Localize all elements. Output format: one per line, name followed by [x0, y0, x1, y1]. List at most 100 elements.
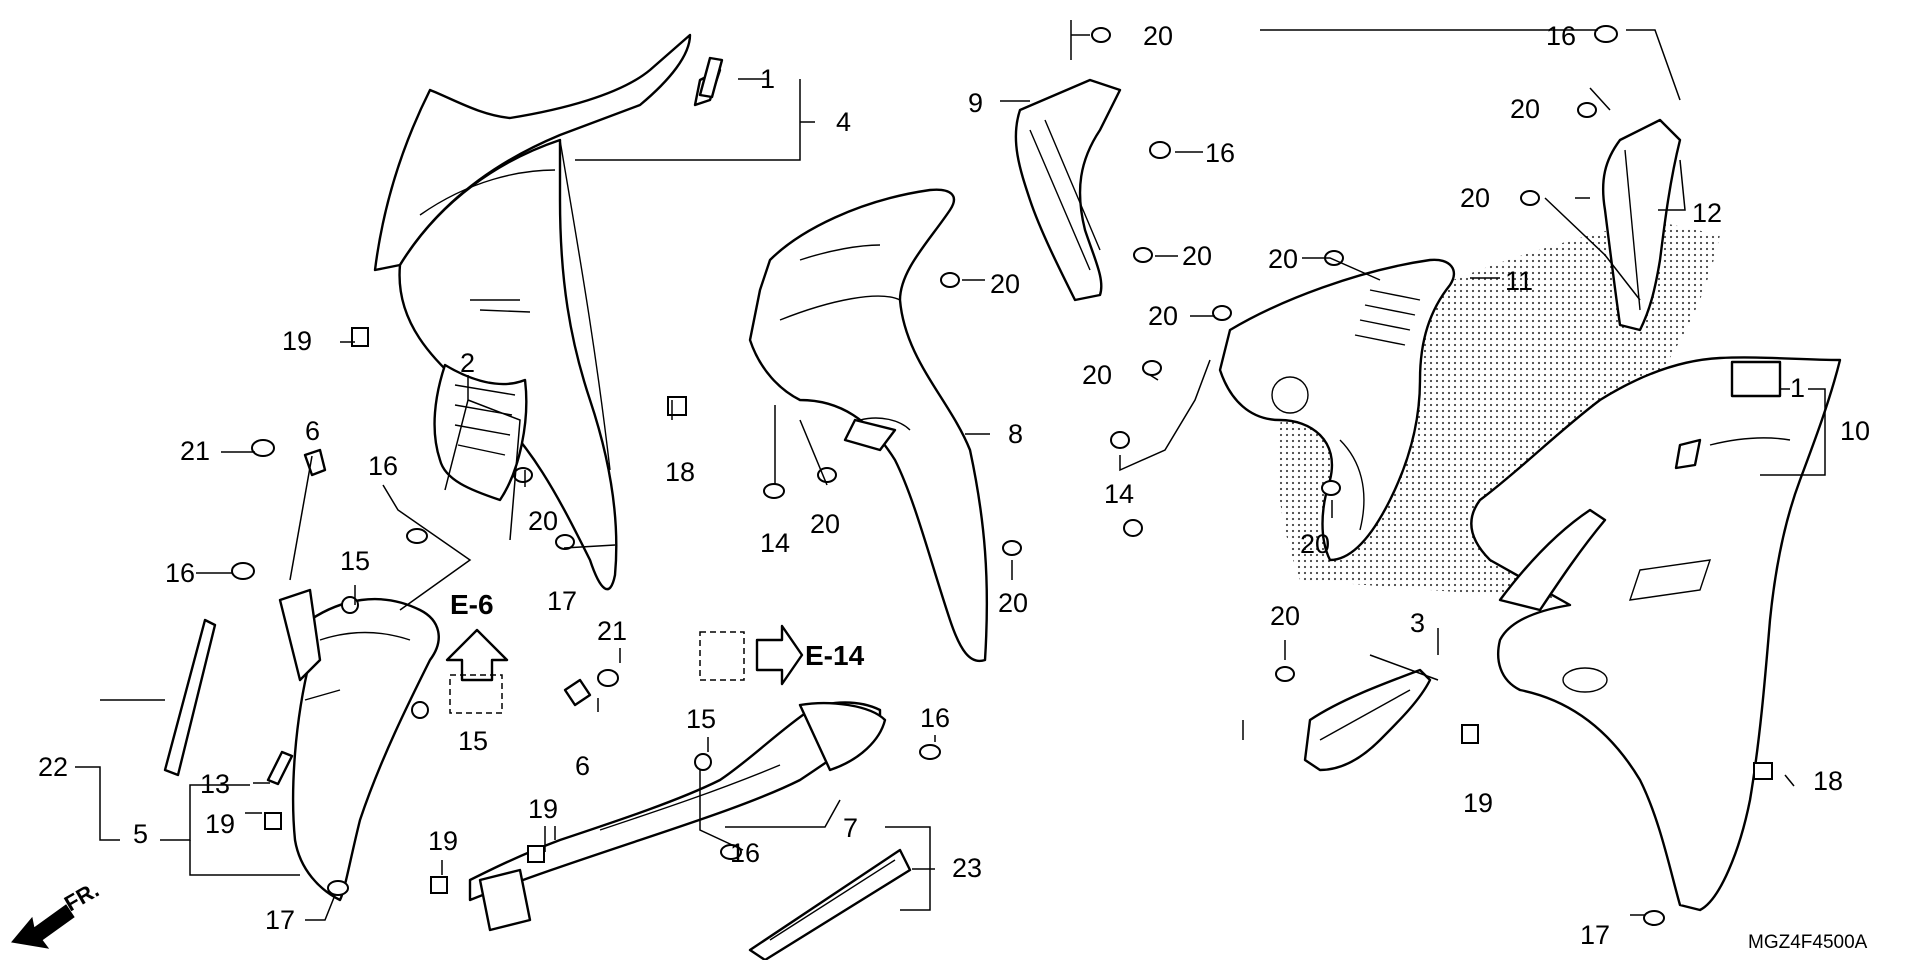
ref-label-e6: E-6 [450, 589, 494, 620]
callout-label: 22 [38, 752, 68, 782]
bolt-icon [327, 880, 349, 896]
nut-clip-icon [667, 396, 687, 416]
bolt-icon [763, 483, 785, 499]
callout-label: 20 [990, 269, 1020, 299]
callout-label: 15 [458, 726, 488, 756]
callout-label: 17 [1580, 920, 1610, 950]
inner-bracket-11-part [1218, 258, 1456, 562]
bolt-icon [555, 534, 575, 550]
callout-label: 4 [836, 107, 851, 137]
callout-label: 16 [1546, 21, 1576, 51]
bolt-icon [231, 562, 255, 580]
callout-label: 21 [597, 616, 627, 646]
callout-label: 8 [1008, 419, 1023, 449]
bolt-icon [1110, 431, 1130, 449]
label-plate-1-left [698, 56, 724, 99]
label-plate-1-right [1730, 360, 1782, 398]
callout-label: 20 [1143, 21, 1173, 51]
callout-label: 19 [1463, 788, 1493, 818]
bracket-9-part [1014, 78, 1122, 302]
callout-label: 23 [952, 853, 982, 883]
nut-clip-icon [351, 327, 369, 347]
callout-label: 11 [1505, 266, 1533, 296]
callout-label: 19 [282, 326, 312, 356]
bolt-icon [1002, 540, 1022, 556]
callout-label: 20 [810, 509, 840, 539]
callout-label: 18 [665, 457, 695, 487]
bolt-icon [1275, 666, 1295, 682]
bolt-icon [251, 439, 275, 457]
callout-label: 17 [265, 905, 295, 935]
under-cowl-part [468, 701, 887, 932]
callout-label: 16 [368, 451, 398, 481]
bolt-icon [513, 467, 533, 483]
callout-label: 6 [305, 416, 320, 446]
callout-label: 13 [200, 769, 230, 799]
push-clip-icon [411, 701, 429, 719]
bolt-icon [940, 272, 960, 288]
callout-label: 16 [165, 558, 195, 588]
bolt-icon [1577, 102, 1597, 118]
front-direction-arrow-icon [11, 904, 75, 949]
push-clip-icon [341, 596, 359, 614]
callout-label: 3 [1410, 608, 1425, 638]
callout-label: 19 [205, 809, 235, 839]
ref-label-e14: E-14 [805, 640, 865, 671]
bolt-icon [1149, 141, 1171, 159]
callout-label: 7 [843, 813, 858, 843]
fasteners [231, 25, 1773, 926]
nut-clip-icon [430, 876, 448, 894]
callout-label: 14 [1104, 479, 1134, 509]
bolt-icon [1643, 910, 1665, 926]
callout-label: 20 [1270, 601, 1300, 631]
callouts: 1 4 2 19 21 6 16 16 15 20 17 18 14 20 20… [38, 21, 1870, 950]
detail-box-e6 [449, 674, 503, 714]
bolt-icon [1133, 247, 1153, 263]
push-clip-icon [694, 753, 712, 771]
callout-label: 1 [1790, 373, 1805, 403]
strip-13-part [266, 750, 294, 786]
callout-label: 15 [686, 704, 716, 734]
callout-label: 20 [1148, 301, 1178, 331]
ref-arrow-e6 [445, 628, 509, 682]
callout-label: 5 [133, 819, 148, 849]
callout-label: 16 [920, 703, 950, 733]
callout-label: 20 [1510, 94, 1540, 124]
bolt-icon [919, 744, 941, 760]
bolt-icon [1123, 519, 1143, 537]
bolt-icon [1594, 25, 1618, 43]
callout-label: 12 [1692, 198, 1722, 228]
nut-clip-icon [527, 845, 545, 863]
callout-label: 16 [1205, 138, 1235, 168]
callout-label: 10 [1840, 416, 1870, 446]
callout-label: 2 [460, 348, 475, 378]
detail-box-e14 [699, 631, 745, 681]
bolt-icon [1212, 305, 1232, 321]
callout-label: 9 [968, 88, 983, 118]
bracket-3-part [1303, 668, 1432, 772]
ref-arrow-e14 [755, 624, 804, 686]
callout-label: 20 [1268, 244, 1298, 274]
inner-panel-part [748, 188, 989, 663]
callout-label: 20 [1460, 183, 1490, 213]
callout-label: 1 [760, 64, 775, 94]
callout-label: 17 [547, 586, 577, 616]
callout-label: 18 [1813, 766, 1843, 796]
emblem-strip-part [748, 848, 912, 960]
bolt-icon [597, 669, 619, 687]
callout-label: 19 [428, 826, 458, 856]
lower-cowl-left-part [278, 588, 440, 902]
callout-label: 16 [730, 838, 760, 868]
nut-clip-icon [1461, 724, 1479, 744]
callout-label: 20 [1182, 241, 1212, 271]
lower-side-cowl-part [1470, 356, 1842, 912]
callout-label: 20 [528, 506, 558, 536]
callout-label: 20 [1082, 360, 1112, 390]
bolt-icon [1142, 360, 1162, 376]
callout-label: 20 [1300, 529, 1330, 559]
bolt-icon [1520, 190, 1540, 206]
strip-22-part [163, 618, 217, 777]
callout-label: 20 [998, 588, 1028, 618]
bolt-icon [817, 467, 837, 483]
